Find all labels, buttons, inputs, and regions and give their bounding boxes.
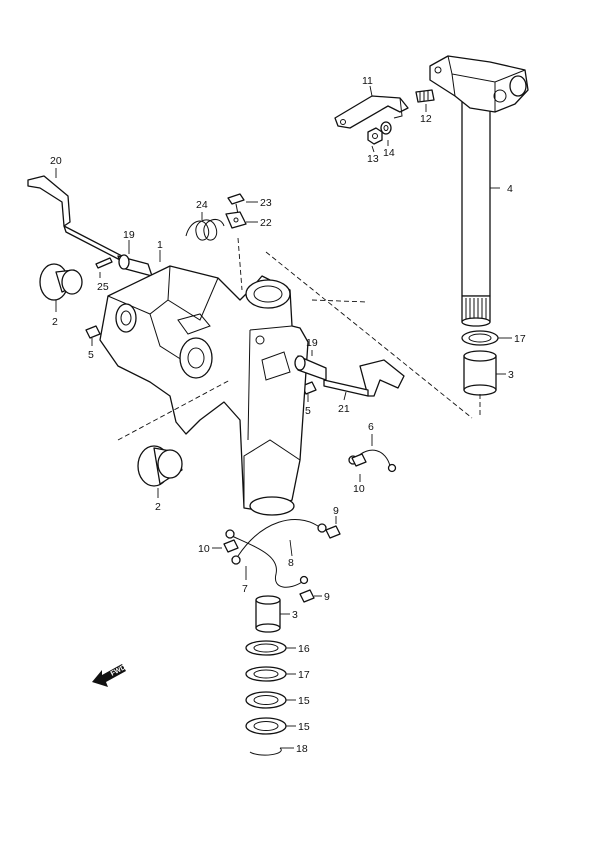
callout-15-upper: 15 [298, 695, 310, 707]
callout-12: 12 [420, 113, 432, 125]
callout-20: 20 [50, 155, 62, 167]
callout-4: 4 [507, 183, 513, 195]
bolt-23 [227, 193, 245, 215]
callout-19-upper: 19 [123, 229, 135, 241]
spring-24 [185, 218, 225, 241]
lever-20 [27, 175, 125, 263]
callout-15-lower: 15 [298, 721, 310, 733]
callout-21: 21 [338, 403, 350, 415]
leader-lines [55, 85, 512, 749]
callout-19-right: 19 [306, 337, 318, 349]
callout-6: 6 [368, 421, 374, 433]
pin-19-right [294, 355, 327, 381]
circlip-18 [249, 747, 282, 756]
callout-17-upper: 17 [514, 333, 526, 345]
callout-3-lower: 3 [292, 609, 298, 621]
screws-9-10 [223, 453, 367, 603]
bushing-3-upper [463, 350, 497, 396]
ground-wire-8 [231, 519, 327, 565]
callout-1: 1 [157, 239, 163, 251]
fwd-arrow-icon: FWD [92, 664, 127, 687]
washer-15-upper [245, 691, 287, 709]
washer-14 [380, 121, 392, 135]
ground-wire-7 [225, 529, 309, 588]
callout-10-right: 10 [353, 483, 365, 495]
washer-15-lower [245, 717, 287, 735]
callout-10-left: 10 [198, 543, 210, 555]
bolt-12 [415, 89, 435, 103]
callout-numbers: 20 1 19 25 2 5 11 12 13 14 4 23 24 22 17… [50, 75, 526, 755]
callout-5-right: 5 [305, 405, 311, 417]
callout-2-lower: 2 [155, 501, 161, 513]
callout-25: 25 [97, 281, 109, 293]
callout-8: 8 [288, 557, 294, 569]
callout-18: 18 [296, 743, 308, 755]
bracket-11 [334, 95, 409, 129]
lever-21 [323, 359, 405, 397]
callout-14: 14 [383, 147, 395, 159]
callout-9-lower: 9 [324, 591, 330, 603]
callout-5-left: 5 [88, 349, 94, 361]
washer-16 [245, 640, 287, 656]
swivel-bracket [99, 265, 309, 516]
pin-25 [95, 257, 113, 269]
callout-24: 24 [196, 199, 208, 211]
washer-17-upper [461, 330, 499, 346]
callout-22: 22 [260, 217, 272, 229]
nut-13 [367, 127, 383, 145]
svg-text:FWD: FWD [110, 664, 127, 678]
callout-11: 11 [362, 75, 373, 87]
callout-3-upper: 3 [508, 369, 514, 381]
assembly-lines [117, 237, 481, 441]
callout-7: 7 [242, 583, 248, 595]
callout-16: 16 [298, 643, 310, 655]
steering-shaft [429, 55, 529, 327]
bushing-2-lower [137, 445, 183, 487]
callout-13: 13 [367, 153, 379, 165]
callout-17-lower: 17 [298, 669, 310, 681]
pin-19-upper [117, 254, 153, 277]
callout-9-upper: 9 [333, 505, 339, 517]
bushing-3-lower [255, 595, 281, 633]
bushing-2-upper [39, 263, 83, 301]
washer-17-lower [245, 666, 287, 682]
clip-22 [225, 211, 247, 229]
callout-23: 23 [260, 197, 272, 209]
callout-2-upper: 2 [52, 316, 58, 328]
bolt-5-left [85, 325, 101, 339]
